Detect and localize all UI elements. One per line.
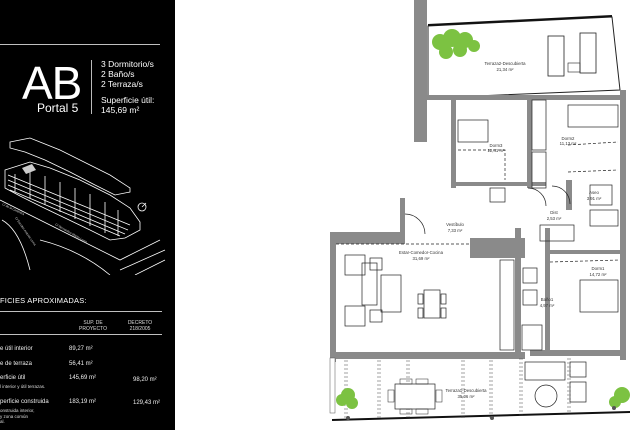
room-area: 12,41 m² bbox=[488, 148, 506, 153]
row-sub-built: onstruida interior, y zona común al. bbox=[0, 408, 35, 424]
plant-icon bbox=[432, 29, 480, 59]
unit-info-panel: AB Portal 5 3 Dormitorio/s 2 Baño/s 2 Te… bbox=[0, 0, 175, 430]
room-name: Terraza2-Descubierta bbox=[484, 61, 526, 66]
plant-icon bbox=[336, 387, 630, 409]
value-useful-total: 145,69 m² bbox=[69, 375, 97, 381]
value-terrace: 56,41 m² bbox=[69, 361, 93, 367]
room-area: 3,91 m² bbox=[587, 196, 602, 201]
table-divider-bottom bbox=[0, 334, 162, 335]
row-label-useful-interior: e útil interior bbox=[0, 346, 33, 352]
room-area: 2,53 m² bbox=[547, 216, 562, 221]
room-name: Dorm1 bbox=[592, 266, 606, 271]
portal-label: Portal 5 bbox=[37, 101, 79, 115]
top-divider bbox=[0, 44, 160, 45]
room-name: Aseo bbox=[589, 190, 599, 195]
street-label-1: C/ de la Cerámica bbox=[2, 202, 26, 216]
row-sub-useful-total: l interior y útil terrazas. bbox=[0, 384, 46, 389]
wall bbox=[414, 0, 427, 142]
room-name: Estar-Comedor-Cocina bbox=[399, 250, 444, 255]
room-name: Terraza1-Descubierta bbox=[445, 388, 487, 393]
unit-code: AB bbox=[22, 57, 82, 109]
column-header-decreto: DECRETO 218/2005 bbox=[127, 320, 153, 332]
room-name: Dist bbox=[550, 210, 558, 215]
vertical-divider bbox=[91, 60, 92, 114]
room-area: 31,69 m² bbox=[413, 256, 431, 261]
decreto-built: 129,43 m² bbox=[133, 400, 161, 406]
terrace-2: Terraza2-Descubierta 21,34 m² bbox=[427, 15, 621, 99]
furniture bbox=[336, 99, 621, 351]
room-name: Baño1 bbox=[541, 297, 554, 302]
value-built: 183,19 m² bbox=[69, 399, 97, 405]
room-name: Dorm3 bbox=[490, 143, 504, 148]
table-divider-top bbox=[0, 311, 162, 312]
room-area: 11,13 m² bbox=[560, 141, 577, 146]
room-area: 7,33 m² bbox=[448, 228, 463, 233]
row-label-built: perficie construida bbox=[0, 399, 49, 405]
row-label-terrace: e de terraza bbox=[0, 361, 33, 367]
room-area: 4,97 m² bbox=[540, 303, 555, 308]
street-label-2: C/ Escultor Antonio Lorca bbox=[14, 216, 37, 246]
room-name: Dorm2 bbox=[562, 136, 576, 141]
unit-features: 3 Dormitorio/s 2 Baño/s 2 Terraza/s Supe… bbox=[101, 59, 154, 115]
row-label-useful-total: erficie útil bbox=[0, 375, 26, 381]
room-area: 21,34 m² bbox=[497, 67, 515, 72]
building-location-map: C/ de la Cerámica C/ Escultor Antonio Lo… bbox=[0, 137, 166, 275]
street-label-3: C/ Bernardino Martín Lorca bbox=[55, 222, 89, 244]
decreto-useful-total: 98,20 m² bbox=[133, 377, 157, 383]
room-area: 35,06 m² bbox=[458, 394, 476, 399]
useful-area-value: 145,69 m² bbox=[101, 105, 140, 115]
column-header-proyecto: SUP. DE PROYECTO bbox=[79, 320, 107, 332]
terrace-1: Terraza1-Descubierta 35,06 m² bbox=[329, 357, 630, 421]
room-name: Vestíbulo bbox=[446, 222, 464, 227]
value-useful-interior: 89,27 m² bbox=[69, 346, 93, 352]
floor-plan: Terraza2-Descubierta 21,34 m² bbox=[329, 0, 630, 421]
walls bbox=[330, 90, 626, 362]
feature-bedrooms: 3 Dormitorio/s bbox=[101, 59, 154, 69]
surfaces-title: FICIES APROXIMADAS: bbox=[0, 296, 87, 305]
feature-terraces: 2 Terraza/s bbox=[101, 79, 143, 89]
feature-bathrooms: 2 Baño/s bbox=[101, 69, 135, 79]
room-area: 14,72 m² bbox=[590, 272, 608, 277]
useful-area-label: Superficie útil: bbox=[101, 95, 155, 105]
